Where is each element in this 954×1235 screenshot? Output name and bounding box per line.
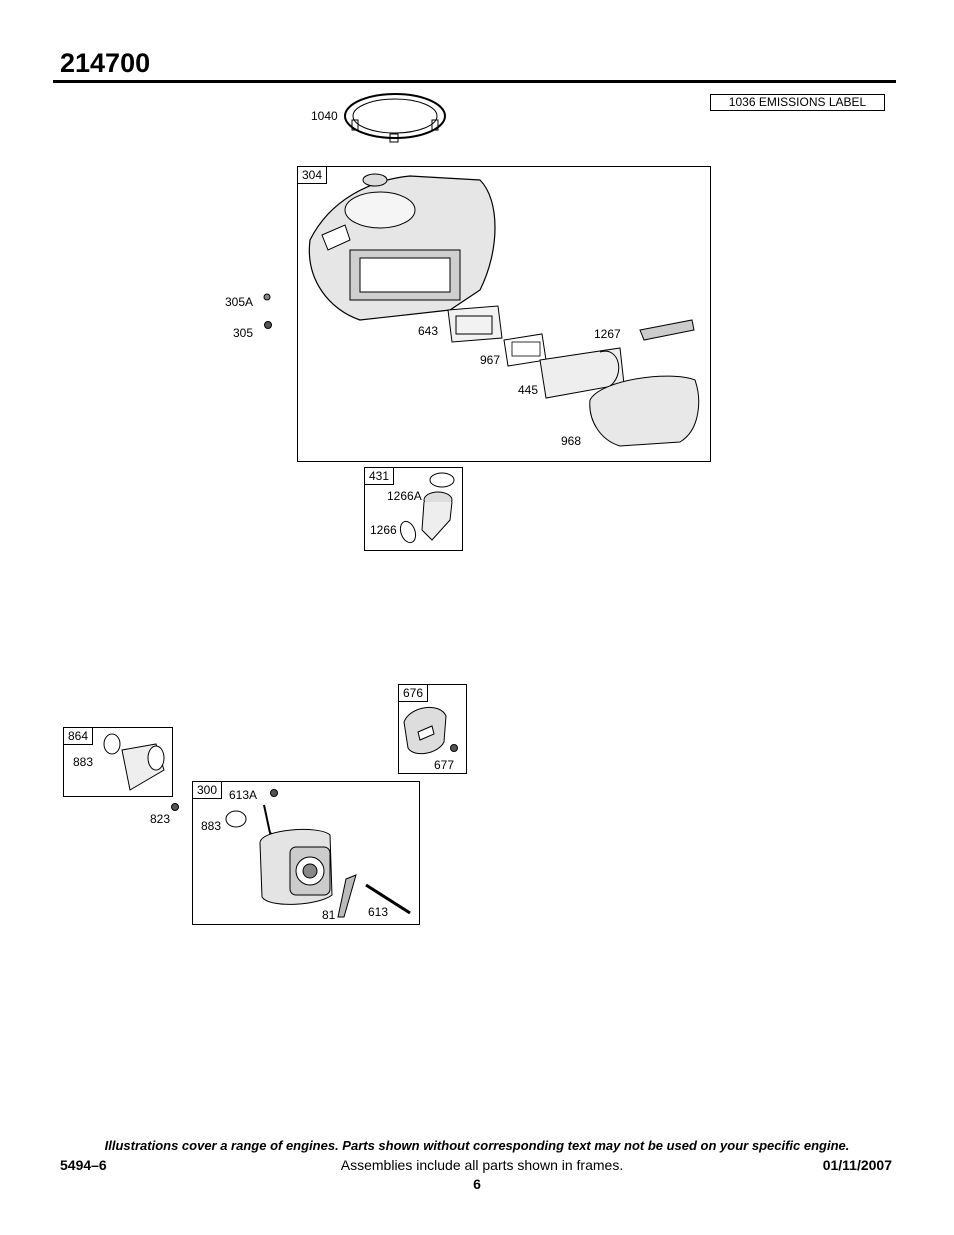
- part-label-643: 643: [418, 324, 439, 338]
- frame-tag-431: 431: [365, 468, 395, 485]
- part-label-823: 823: [150, 812, 171, 826]
- screw-icon: [263, 293, 272, 329]
- part-label-1266A: 1266A: [387, 489, 422, 503]
- frame-864: 864: [63, 727, 173, 797]
- frame-tag-676: 676: [399, 685, 429, 702]
- blower-housing-illustration: [308, 173, 700, 447]
- part-label-1267: 1267: [594, 327, 621, 341]
- footer-doc-number: 5494–6: [60, 1157, 107, 1173]
- emissions-label-box: 1036 EMISSIONS LABEL: [710, 94, 885, 111]
- part-label-1040: 1040: [311, 109, 338, 123]
- exhaust-adapter-illustration: [103, 733, 165, 791]
- part-label-883-b: 883: [201, 819, 222, 833]
- ring-gasket-illustration: [344, 93, 446, 143]
- frame-tag-864: 864: [64, 728, 94, 745]
- air-cleaner-adapter-illustration: [399, 472, 455, 544]
- part-label-968: 968: [561, 434, 582, 448]
- part-label-81: 81: [322, 908, 336, 922]
- part-label-677: 677: [434, 758, 455, 772]
- muffler-guard-illustration: [403, 707, 458, 755]
- part-label-967: 967: [480, 353, 501, 367]
- frame-676: 676: [398, 684, 467, 774]
- frame-tag-304: 304: [298, 167, 328, 184]
- part-label-445: 445: [518, 383, 539, 397]
- muffler-illustration: [225, 789, 411, 918]
- footer-assemblies-note: Assemblies include all parts shown in fr…: [340, 1157, 624, 1173]
- frame-304: 304: [297, 166, 711, 462]
- footer-disclaimer: Illustrations cover a range of engines. …: [104, 1138, 850, 1153]
- panel-643-shape: [447, 305, 503, 343]
- part-label-613: 613: [368, 905, 389, 919]
- part-label-613A: 613A: [229, 788, 258, 802]
- part-label-305A: 305A: [225, 295, 254, 309]
- bolt-icon: [171, 803, 179, 811]
- part-label-305: 305: [233, 326, 254, 340]
- frame-tag-300: 300: [193, 782, 223, 799]
- frame-431: 431: [364, 467, 463, 551]
- part-label-1266: 1266: [370, 523, 397, 537]
- part-label-883-a: 883: [73, 755, 94, 769]
- footer-date: 01/11/2007: [822, 1157, 892, 1173]
- page-title: 214700: [60, 48, 151, 78]
- frame-300: 300: [192, 781, 420, 925]
- title-rule: [53, 80, 896, 83]
- footer-page-number: 6: [473, 1176, 481, 1192]
